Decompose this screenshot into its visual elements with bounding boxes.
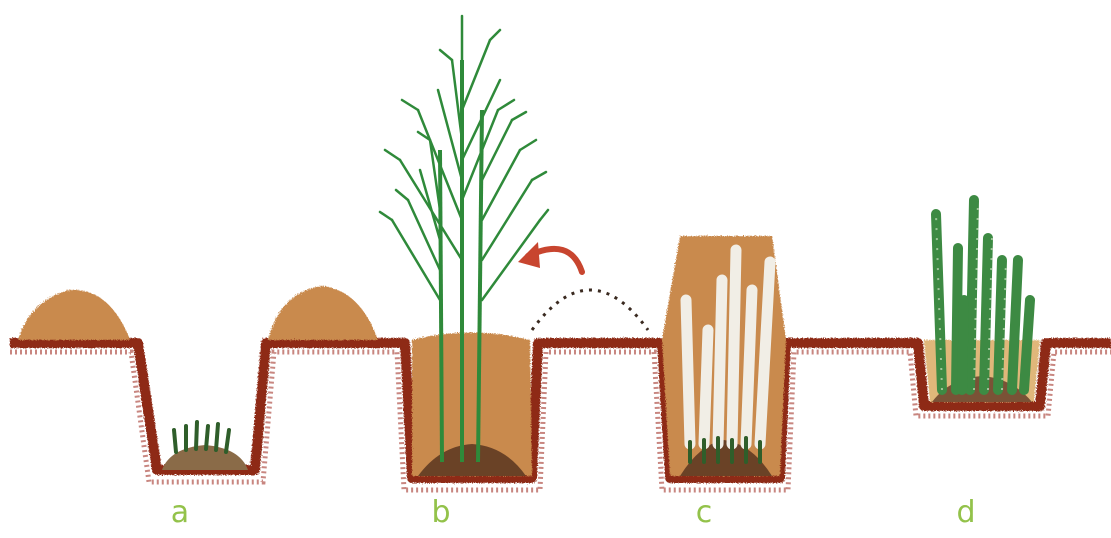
stage-c	[662, 236, 786, 476]
stage-label-c: c	[684, 496, 724, 530]
soil-mound-left	[18, 290, 130, 340]
stage-label-d: d	[946, 496, 986, 530]
soil-mound-right	[268, 286, 378, 340]
stage-label-b: b	[421, 496, 461, 530]
stage-b	[380, 16, 648, 476]
stage-d	[924, 200, 1040, 402]
dotted-arc	[532, 290, 648, 330]
stage-a	[18, 286, 378, 470]
stage-label-a: a	[160, 496, 200, 530]
